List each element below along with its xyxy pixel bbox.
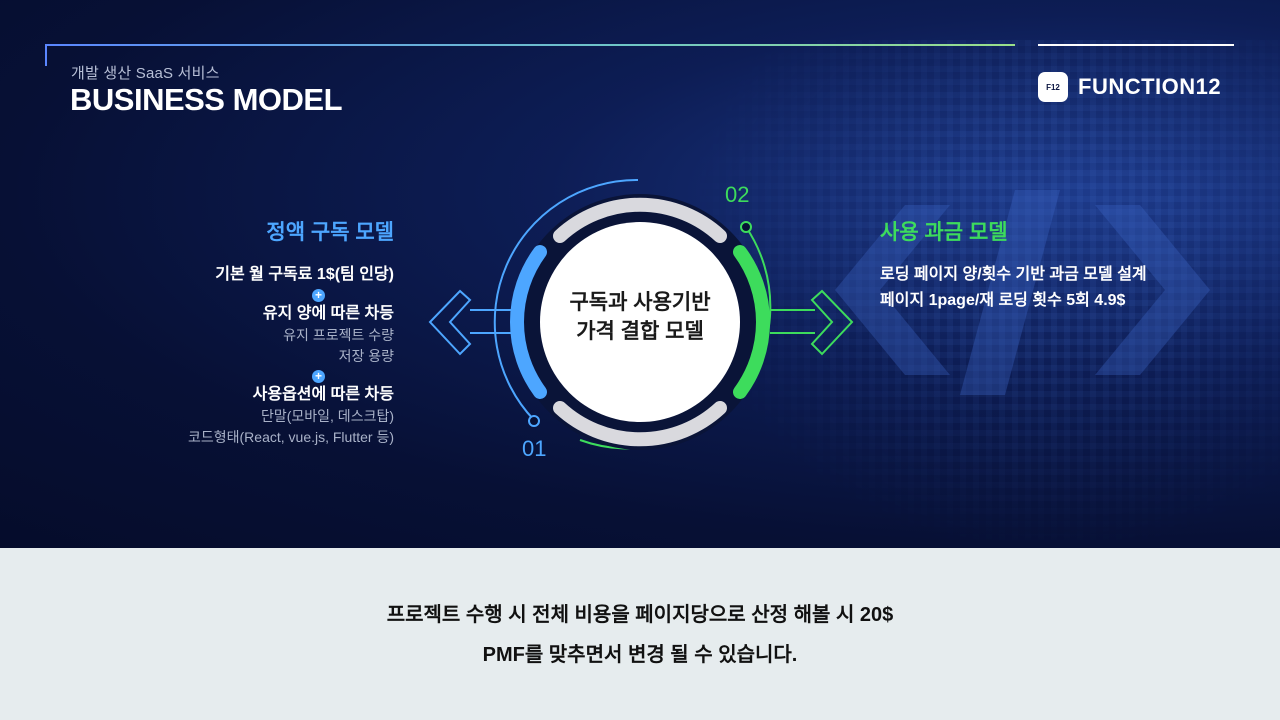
arc-end-dot-blue xyxy=(528,415,540,427)
left-arrow-icon xyxy=(428,289,515,356)
feature-retention: 유지 양에 따른 차등 xyxy=(262,305,394,322)
ring-arc-bottom xyxy=(553,401,727,447)
center-label-line2: 가격 결합 모델 xyxy=(576,320,704,343)
usage-model-heading: 사용 과금 모델 xyxy=(880,221,1008,244)
outer-arc-blue xyxy=(493,178,639,421)
ring-arc-green xyxy=(733,245,770,399)
subscription-model-section: 정액 구독 모델 기본 월 구독료 1$(팀 인당) + 유지 양에 따른 차등… xyxy=(74,216,394,448)
right-arrow-icon xyxy=(770,289,854,356)
model-diagram xyxy=(428,178,854,450)
header-divider xyxy=(45,44,1015,46)
ring-arc-blue xyxy=(510,245,547,399)
center-label: 구독과 사용기반 가격 결합 모델 xyxy=(542,288,738,346)
feature-retention-detail-1: 유지 프로젝트 수량 xyxy=(283,327,394,343)
plus-icon: + xyxy=(74,289,394,302)
header-divider-right xyxy=(1038,44,1234,46)
feature-options-detail-1: 단말(모바일, 데스크탑) xyxy=(260,408,394,424)
code-brackets-icon xyxy=(835,190,1210,395)
footer-line-2: PMF를 맞추면서 변경 될 수 있습니다. xyxy=(482,644,798,666)
footer-summary: 프로젝트 수행 시 전체 비용을 페이지당으로 산정 해볼 시 20$ PMF를… xyxy=(0,548,1280,720)
usage-model-line-2: 페이지 1page/재 로딩 횟수 5회 4.9$ xyxy=(880,292,1126,309)
usage-model-section: 사용 과금 모델 로딩 페이지 양/횟수 기반 과금 모델 설계 페이지 1pa… xyxy=(880,216,1147,314)
brand-logo: F12 FUNCTION12 xyxy=(1038,72,1221,102)
usage-model-line-1: 로딩 페이지 양/횟수 기반 과금 모델 설계 xyxy=(880,266,1147,283)
arc-end-dot-green xyxy=(740,221,752,233)
slide-main: 개발 생산 SaaS 서비스 BUSINESS MODEL F12 FUNCTI… xyxy=(0,0,1280,548)
feature-base-fee: 기본 월 구독료 1$(팀 인당) xyxy=(215,266,394,283)
page-title: BUSINESS MODEL xyxy=(70,82,343,117)
code-grid-background xyxy=(700,40,1280,540)
feature-options: 사용옵션에 따른 차등 xyxy=(252,386,394,403)
feature-options-detail-2: 코드형태(React, vue.js, Flutter 등) xyxy=(188,429,394,445)
step-number-02: 02 xyxy=(725,182,750,207)
footer-line-1: 프로젝트 수행 시 전체 비용을 페이지당으로 산정 해볼 시 20$ xyxy=(386,604,894,626)
subscription-model-heading: 정액 구독 모델 xyxy=(266,221,394,244)
logo-mark-icon: F12 xyxy=(1038,72,1068,102)
feature-retention-detail-2: 저장 용량 xyxy=(338,348,394,364)
center-label-line1: 구독과 사용기반 xyxy=(569,291,711,314)
plus-icon: + xyxy=(74,370,394,383)
header-divider-tick xyxy=(45,44,47,66)
center-circle xyxy=(540,222,740,422)
page-subtitle: 개발 생산 SaaS 서비스 xyxy=(71,65,220,82)
ring-arc-top xyxy=(553,197,727,243)
logo-text: FUNCTION12 xyxy=(1078,74,1222,99)
step-number-01: 01 xyxy=(522,436,547,461)
